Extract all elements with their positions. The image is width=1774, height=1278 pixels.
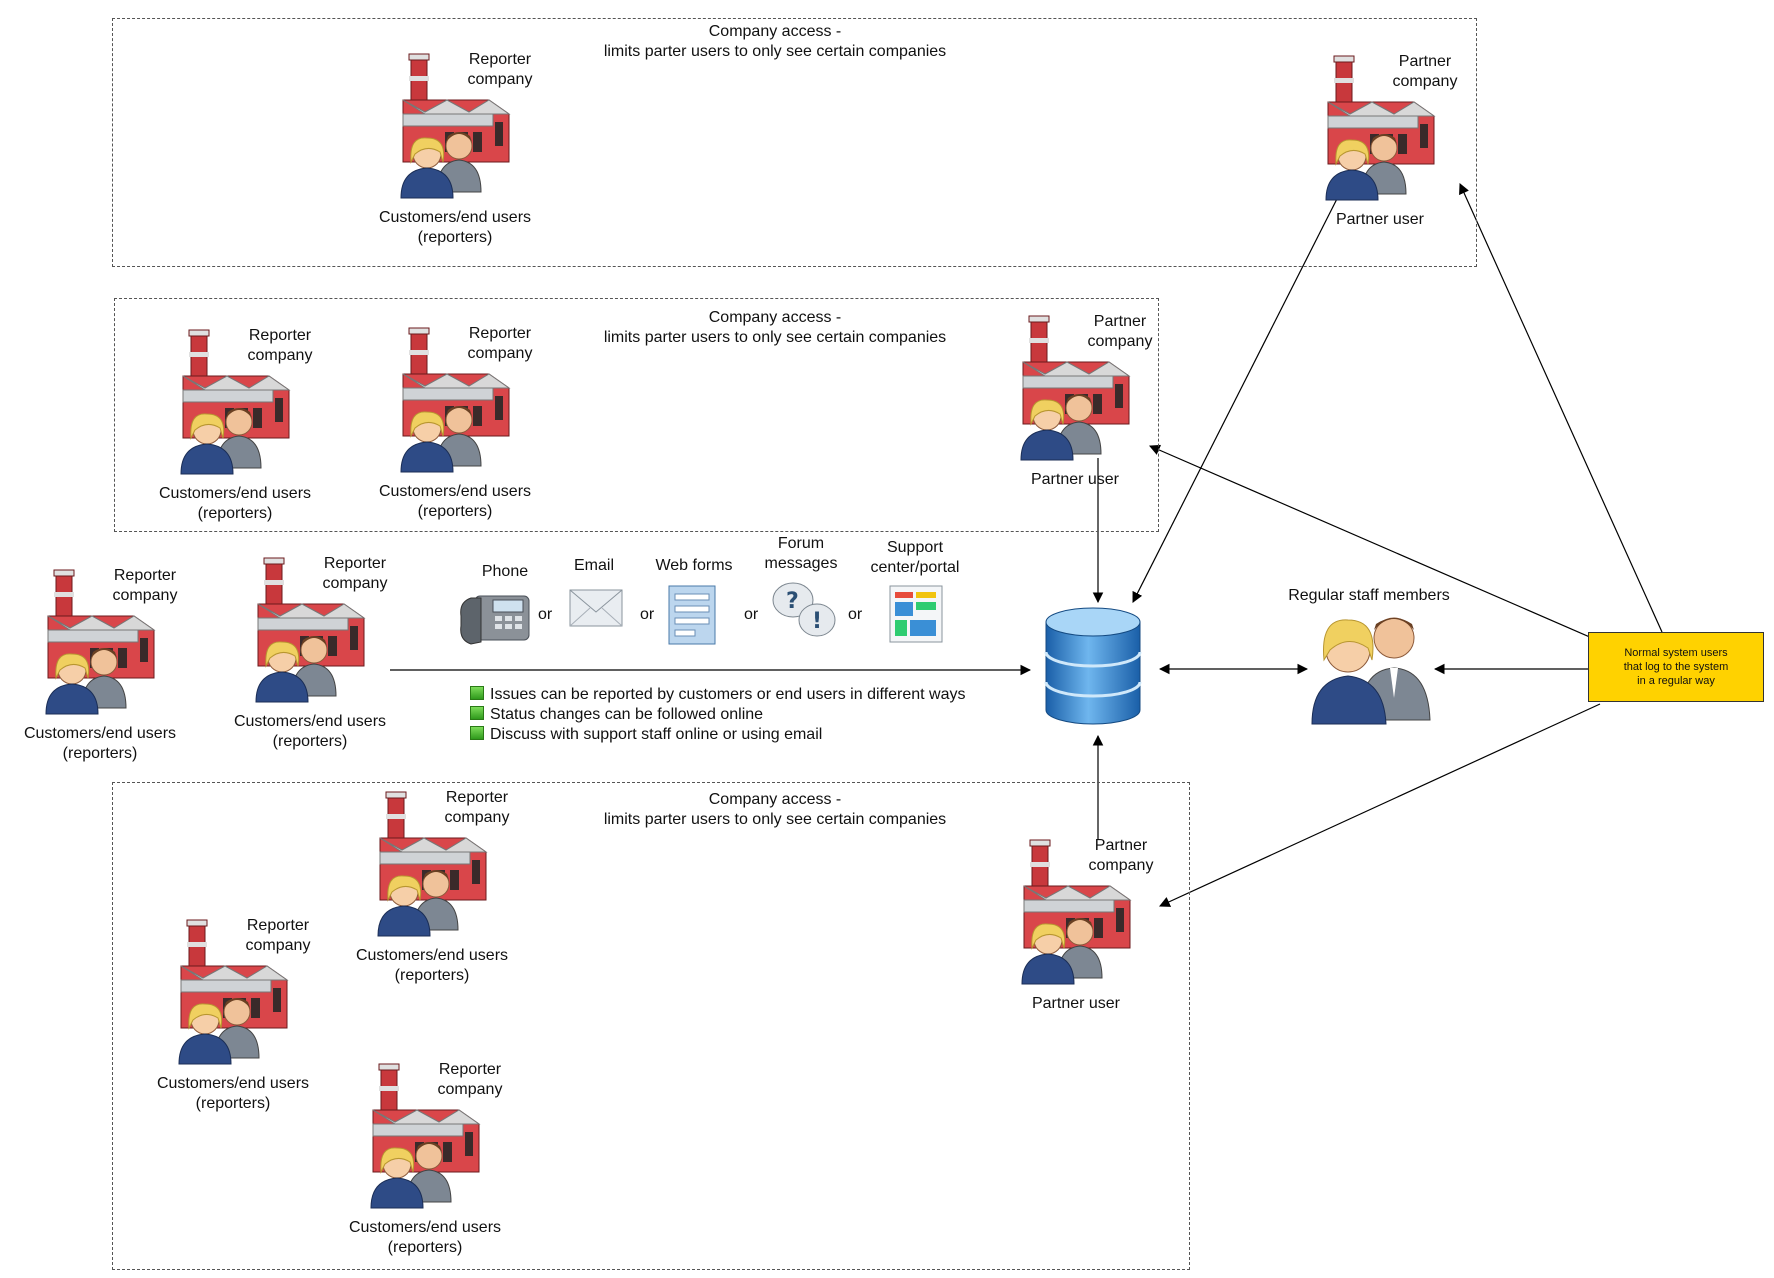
or-separator: or	[640, 606, 655, 623]
factory-people-icon	[1325, 55, 1436, 201]
reporter-users-label: Customers/end users(reporters)	[378, 209, 532, 246]
partner-user-label: Partner user	[1335, 211, 1425, 228]
partner-user-label: Partner user	[1031, 995, 1121, 1012]
arrow-partner1-to-db	[1132, 182, 1346, 603]
factory-people-icon	[377, 791, 488, 937]
webform-icon	[668, 585, 716, 645]
partner-user-label: Partner user	[1030, 471, 1120, 488]
feature-bullet: Discuss with support staff online or usi…	[470, 725, 822, 745]
feature-bullet: Status changes can be followed online	[470, 705, 763, 725]
reporter-users-label: Customers/end users(reporters)	[355, 947, 509, 984]
database-icon[interactable]	[1040, 602, 1150, 732]
factory-people-icon	[178, 919, 289, 1065]
or-separator: or	[848, 606, 863, 623]
bullet-square-icon	[470, 726, 484, 740]
arrow-note-to-partner3	[1159, 703, 1601, 907]
zone-title-middle: Company access -limits parter users to o…	[603, 309, 947, 346]
reporter-users-label: Customers/end users(reporters)	[378, 483, 532, 520]
portal-icon	[889, 585, 943, 643]
company-access-zone-bottom	[112, 782, 1190, 1270]
arrow-note-to-partner2	[1149, 444, 1593, 639]
feature-bullet: Issues can be reported by customers or e…	[470, 685, 966, 705]
company-access-zone-top	[112, 18, 1477, 267]
factory-people-icon	[400, 327, 511, 473]
svg-text:?: ?	[786, 589, 799, 614]
or-separator: or	[744, 606, 759, 623]
zone-title-bottom: Company access -limits parter users to o…	[603, 791, 947, 828]
question-bubble-icon: ? !	[772, 582, 836, 637]
factory-people-icon	[45, 569, 156, 715]
reporter-users-label: Customers/end users(reporters)	[23, 725, 177, 762]
factory-people-icon	[180, 329, 291, 475]
company-access-zone-middle	[114, 298, 1159, 532]
channel-label: Email	[573, 557, 614, 574]
staff-label: Regular staff members	[1288, 587, 1450, 604]
reporter-users-label: Customers/end users(reporters)	[233, 713, 387, 750]
factory-people-icon	[370, 1063, 481, 1209]
factory-people-icon	[400, 53, 511, 199]
svg-text:!: !	[812, 609, 822, 634]
channel-label: Web forms	[655, 557, 733, 574]
bullet-square-icon	[470, 706, 484, 720]
factory-people-icon	[1020, 315, 1131, 461]
reporter-users-label: Customers/end users(reporters)	[158, 485, 312, 522]
staff-members-icon[interactable]	[1302, 608, 1442, 728]
channel-label: Phone	[481, 563, 529, 580]
factory-people-icon	[255, 557, 366, 703]
bullet-square-icon	[470, 686, 484, 700]
or-separator: or	[538, 606, 553, 623]
reporter-users-label: Customers/end users(reporters)	[348, 1219, 502, 1256]
reporter-users-label: Customers/end users(reporters)	[156, 1075, 310, 1112]
factory-people-icon	[1021, 839, 1132, 985]
envelope-icon	[569, 589, 623, 627]
zone-title-top: Company access -limits parter users to o…	[603, 23, 947, 60]
arrow-note-to-partner1	[1459, 183, 1663, 633]
phone-icon	[460, 595, 530, 645]
